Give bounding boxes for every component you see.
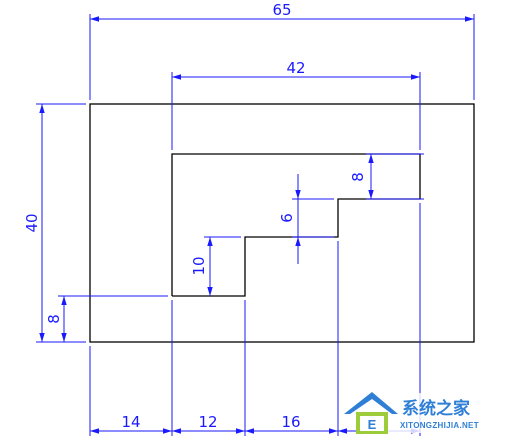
svg-text:E: E — [368, 417, 377, 432]
dim-upper-step: 8 — [349, 172, 367, 182]
dim-segment-2: 12 — [198, 413, 217, 431]
dimension-labels: 65 42 40 8 8 6 10 14 12 16 14 — [23, 1, 389, 431]
dim-overall-height: 40 — [23, 213, 41, 232]
part-geometry — [89, 103, 475, 343]
house-logo-icon: E — [344, 392, 398, 434]
dim-segment-1: 14 — [121, 413, 140, 431]
watermark-url: XITONGZHIJIA.NET — [400, 421, 479, 430]
dim-segment-3: 16 — [281, 413, 300, 431]
extension-lines — [36, 14, 475, 436]
stepped-cutout — [171, 153, 421, 297]
watermark-backdrop — [384, 393, 504, 433]
watermark: E 系统之家 XITONGZHIJIA.NET — [344, 392, 504, 434]
dimension-lines — [39, 16, 474, 434]
dim-lower-step: 10 — [190, 256, 208, 275]
dim-bottom-offset: 8 — [45, 314, 63, 324]
outer-rectangle — [89, 103, 475, 343]
watermark-title: 系统之家 — [402, 398, 470, 418]
dim-middle-step: 6 — [278, 213, 296, 223]
dim-overall-width: 65 — [272, 1, 291, 19]
dim-inner-width: 42 — [286, 59, 305, 77]
